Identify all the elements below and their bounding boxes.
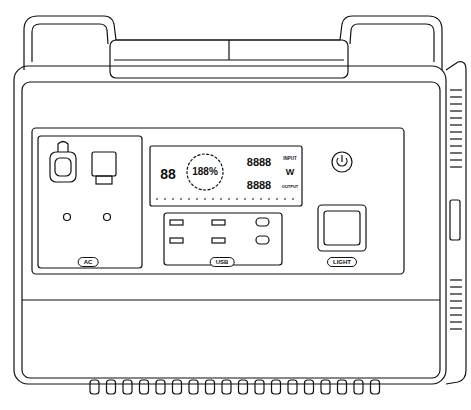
grille-slot [255,380,264,394]
control-panel [32,128,404,274]
grille-slot [239,380,248,394]
vent-slit [450,138,462,139]
lcd-screen [150,146,302,206]
vent-slit [450,314,462,315]
usb-c-port [256,218,269,226]
usb-a-port [170,238,183,243]
vent-slit [450,328,462,329]
pill-label: USB [210,257,235,267]
lcd-readout: 188% [192,167,218,177]
ac-indicator [104,214,111,221]
grille-slot [90,380,99,394]
ac-socket-cover [58,142,68,153]
vent-slit [450,307,462,308]
light-lens [324,211,360,245]
button-label: AC [84,259,93,265]
ac-indicator [64,214,71,221]
grille-slot [354,380,363,394]
vent-slit [450,96,462,97]
grille-slot [272,380,281,394]
vent-slit [450,159,462,160]
vent-slit [450,124,462,125]
ac-outlet-base [96,176,112,184]
front-face [22,82,440,378]
grille-slot [107,380,116,394]
lid-edge [32,24,108,62]
lcd-icons [156,198,296,199]
vent-slit [450,293,462,294]
vent-slit [450,279,462,280]
vent-slit [450,286,462,287]
vent-slit [450,117,462,118]
ac-socket [50,152,76,182]
power-button [332,152,352,172]
pill-label: AC [78,257,99,267]
vent-slit [450,152,462,153]
grille-slot [288,380,297,394]
handle-line [228,40,229,60]
lcd-ring [187,154,223,190]
lcd-readout: 8888 [247,180,271,191]
ac-panel [38,136,142,268]
grille-slot [140,380,149,394]
usb-a-port [212,238,225,243]
lid-edge [350,24,434,62]
button-label: USB [216,259,229,265]
bottom-grille [90,380,380,394]
pill-label: LIGHT [327,257,357,267]
usb-c-port [256,236,269,244]
grille-slot [156,380,165,394]
grille-slot [206,380,215,394]
vent-slit [450,166,462,167]
front-line [22,299,440,300]
power-symbol [337,155,347,166]
handle-bar [110,40,348,78]
grille-slot [305,380,314,394]
housing [14,66,446,384]
vent-slit [450,300,462,301]
lcd-readout: OUTPUT [282,185,298,189]
usb-a-port [212,220,225,225]
side-panel [446,62,466,384]
button-label: LIGHT [333,259,351,265]
lcd-readout: INPUT [283,157,297,162]
grille-slot [173,380,182,394]
vent-slit [450,110,462,111]
lcd-readout: W [286,168,295,177]
grille-slot [189,380,198,394]
side-port [450,200,460,240]
ac-outlet [92,152,116,176]
vent-slit [450,131,462,132]
grille-slot [123,380,132,394]
side-vents [450,90,462,329]
vent-slit [450,321,462,322]
grille-slot [338,380,347,394]
lcd-readout: 88 [160,167,176,181]
lid-outline [24,16,442,70]
grille-slot [371,380,380,394]
grille-slot [222,380,231,394]
lcd-readout: 8888 [247,157,271,168]
usb-a-port [170,220,183,225]
light-frame [318,205,366,251]
vent-slit [450,145,462,146]
grille-slot [321,380,330,394]
vent-slit [450,89,462,90]
vent-slit [450,103,462,104]
ac-socket-inner [55,158,71,176]
